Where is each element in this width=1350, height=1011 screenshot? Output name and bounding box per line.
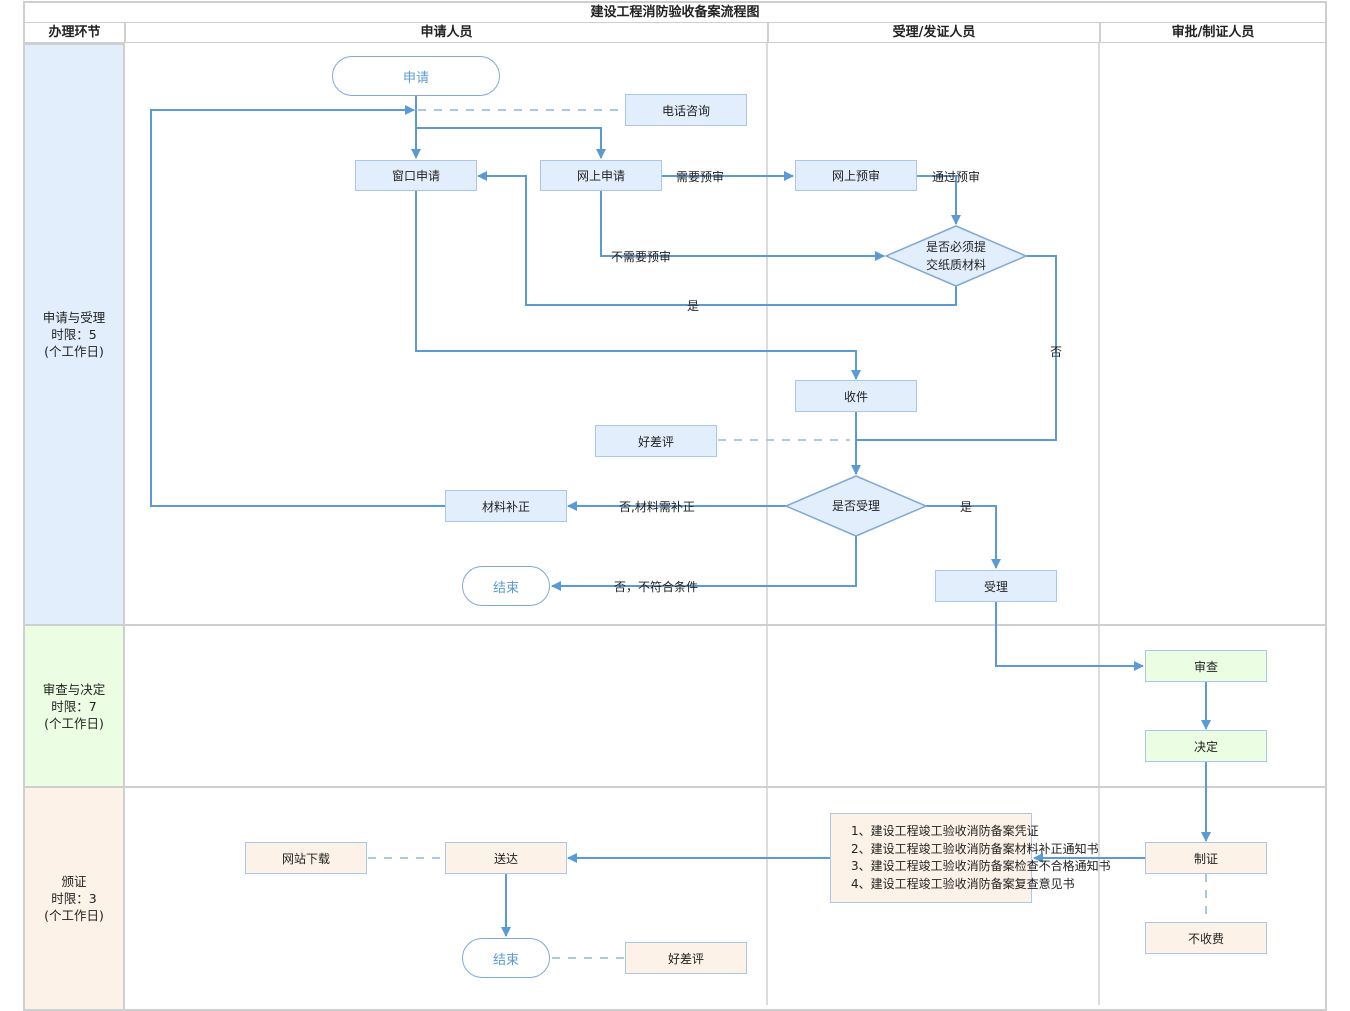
node-accept[interactable]: 受理 — [935, 570, 1057, 602]
end-terminal-2[interactable]: 结束 — [462, 938, 550, 978]
edge-pass-review — [916, 175, 961, 225]
phase-unit: (个工作日) — [44, 715, 104, 731]
node-deliver[interactable]: 送达 — [445, 842, 567, 874]
label-no-supplement: 否,材料需补正 — [619, 500, 695, 514]
edge-paper-yes — [477, 171, 957, 306]
row-divider — [125, 786, 1327, 788]
phase-unit: (个工作日) — [44, 908, 104, 923]
edge-decision-accept — [926, 505, 1001, 569]
node-phone-consult[interactable]: 电话咨询 — [625, 94, 747, 126]
node-issue[interactable]: 制证 — [1145, 842, 1267, 874]
diamond-paper-decision — [884, 225, 1028, 287]
phase-limit: 时限：3 — [51, 891, 97, 906]
header-approver: 审批/制证人员 — [1100, 23, 1327, 43]
edge-start-online — [416, 127, 606, 159]
node-online-apply[interactable]: 网上申请 — [540, 160, 662, 191]
decision-accept-label[interactable]: 是否受理 — [831, 499, 880, 513]
start-terminal[interactable]: 申请 — [332, 56, 500, 96]
edge-no-need-review — [600, 191, 885, 261]
phase-name: 申请与受理 — [42, 310, 106, 325]
node-rating-2[interactable]: 好差评 — [625, 942, 747, 974]
edge-supplement-loop — [150, 105, 445, 507]
phase-name: 审查与决定 — [42, 681, 106, 697]
header-phase: 办理环节 — [23, 23, 125, 43]
lane-divider — [1098, 43, 1100, 1005]
diamond-accept-decision — [784, 475, 928, 537]
chart-title: 建设工程消防验收备案流程图 — [23, 1, 1327, 23]
node-review[interactable]: 审查 — [1145, 650, 1267, 682]
phase-unit: (个工作日) — [44, 344, 104, 359]
label-no-unqualified: 否，不符合条件 — [614, 580, 699, 594]
phase-review-decide: 审查与决定 时限：7 (个工作日) — [23, 624, 125, 788]
decision-text-line: 是否必须提 — [925, 240, 986, 254]
document-item: 2、建设工程竣工验收消防备案材料补正通知书 — [851, 841, 1099, 856]
node-documents[interactable]: 1、建设工程竣工验收消防备案凭证 2、建设工程竣工验收消防备案材料补正通知书 3… — [830, 813, 1111, 903]
node-supplement[interactable]: 材料补正 — [445, 490, 567, 522]
edge-decision-end — [551, 536, 857, 591]
phase-issue: 颁证 时限：3 (个工作日) — [23, 786, 125, 1011]
decision-text-line: 交纸质材料 — [925, 258, 986, 272]
node-online-review[interactable]: 网上预审 — [795, 160, 917, 191]
bottom-border — [23, 1009, 1327, 1011]
label-pass-review: 通过预审 — [932, 170, 981, 184]
node-window-apply[interactable]: 窗口申请 — [355, 160, 477, 191]
node-website-download[interactable]: 网站下载 — [245, 842, 367, 874]
label-yes-accept: 是 — [960, 500, 973, 514]
phase-apply-accept: 申请与受理 时限：5 (个工作日) — [23, 43, 125, 626]
label-no-paper: 否 — [1050, 345, 1063, 359]
header-applicant: 申请人员 — [125, 23, 768, 43]
node-decide[interactable]: 决定 — [1145, 730, 1267, 762]
label-yes-paper: 是 — [687, 299, 700, 313]
end-terminal-1[interactable]: 结束 — [462, 566, 550, 606]
node-no-fee[interactable]: 不收费 — [1145, 922, 1267, 954]
document-item: 4、建设工程竣工验收消防备案复查意见书 — [851, 876, 1075, 891]
label-need-review: 需要预审 — [676, 170, 725, 184]
row-divider — [125, 624, 1327, 626]
decision-paper-label[interactable]: 是否必须提 交纸质材料 — [896, 236, 1016, 276]
edge-window-receive — [415, 191, 861, 380]
right-border — [1325, 23, 1327, 1011]
header-acceptor: 受理/发证人员 — [768, 23, 1100, 43]
node-rating-1[interactable]: 好差评 — [595, 425, 717, 457]
lane-divider — [766, 43, 768, 1005]
edge-accept-review — [995, 602, 1144, 671]
document-item: 3、建设工程竣工验收消防备案检查不合格通知书 — [851, 859, 1111, 873]
phase-limit: 时限：5 — [51, 327, 97, 342]
node-receive[interactable]: 收件 — [795, 380, 917, 412]
phase-name: 颁证 — [61, 874, 87, 889]
document-item: 1、建设工程竣工验收消防备案凭证 — [851, 824, 1039, 838]
edge-paper-no — [856, 255, 1057, 441]
phase-limit: 时限：7 — [51, 698, 97, 714]
label-no-need-review: 不需要预审 — [611, 250, 672, 264]
